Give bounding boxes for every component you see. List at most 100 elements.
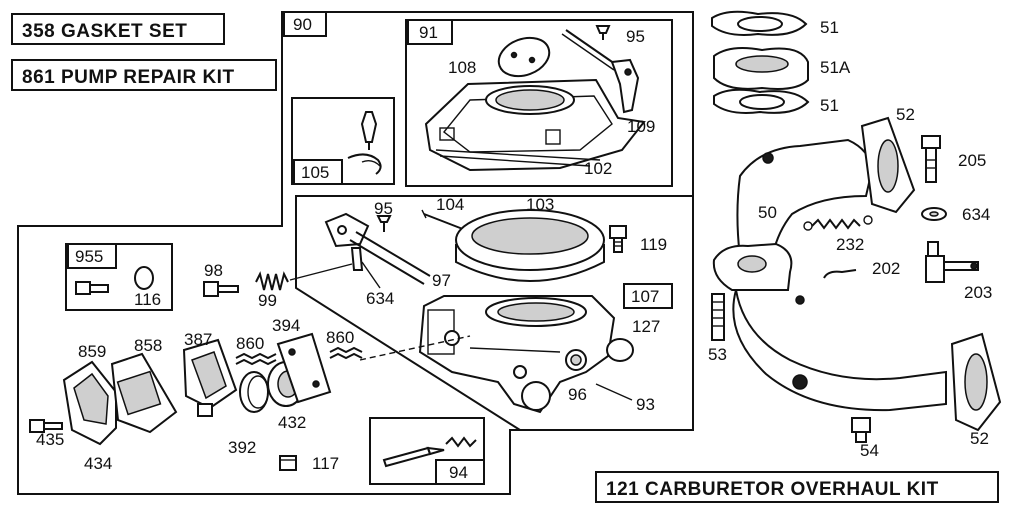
screw-955 bbox=[75, 281, 109, 295]
callout-108: 108 bbox=[448, 58, 476, 77]
callout-860-right: 860 bbox=[326, 328, 354, 347]
flange-52-top bbox=[860, 116, 916, 214]
box-91 bbox=[405, 19, 673, 187]
callout-102: 102 bbox=[584, 159, 612, 178]
spring-232 bbox=[803, 215, 873, 231]
carburetor-overhaul-kit-label: 121 CARBURETOR OVERHAUL KIT bbox=[606, 479, 939, 500]
box-94 bbox=[369, 417, 485, 485]
callout-203: 203 bbox=[964, 283, 992, 302]
box-107-tag: 107 bbox=[631, 287, 659, 306]
callout-116: 116 bbox=[134, 290, 161, 309]
callout-387: 387 bbox=[184, 330, 212, 349]
box-955 bbox=[65, 243, 173, 311]
callout-859: 859 bbox=[78, 342, 106, 361]
box-91-tag: 91 bbox=[419, 23, 438, 42]
screw-98 bbox=[203, 281, 239, 297]
carburetor-upper-body-102 bbox=[424, 78, 646, 172]
leader-634 bbox=[361, 261, 381, 289]
callout-205: 205 bbox=[958, 151, 986, 170]
callout-119: 119 bbox=[640, 235, 667, 254]
spring-860-left bbox=[235, 352, 277, 366]
pump-repair-kit-box: 861 PUMP REPAIR KIT bbox=[11, 59, 277, 91]
plug-117 bbox=[279, 455, 297, 471]
callout-51-bottom: 51 bbox=[820, 96, 839, 115]
choke-shaft-634 bbox=[324, 212, 431, 285]
callout-52-top: 52 bbox=[896, 105, 915, 124]
box-955-tag-box bbox=[67, 243, 117, 269]
group-90-tag-box bbox=[283, 11, 327, 37]
gasket-858 bbox=[110, 352, 178, 434]
pump-repair-kit-label: 861 PUMP REPAIR KIT bbox=[22, 67, 235, 88]
box-107-tag-box bbox=[623, 283, 673, 309]
carburetor-overhaul-kit-box: 121 CARBURETOR OVERHAUL KIT bbox=[595, 471, 999, 503]
box-94-tag: 94 bbox=[449, 463, 468, 482]
float-103 bbox=[455, 209, 605, 282]
callout-104: 104 bbox=[436, 195, 464, 214]
callout-434: 434 bbox=[84, 454, 112, 473]
o-ring-116 bbox=[134, 266, 154, 290]
gasket-51-top bbox=[711, 10, 808, 36]
callout-858: 858 bbox=[134, 336, 162, 355]
spacer-51A bbox=[713, 47, 809, 90]
group-90-tag: 90 bbox=[293, 15, 312, 34]
bolt-205 bbox=[921, 135, 941, 183]
stud-53 bbox=[711, 293, 725, 341]
callout-117: 117 bbox=[312, 454, 339, 473]
box-105-tag-box bbox=[293, 159, 343, 185]
callout-95-top: 95 bbox=[626, 27, 645, 46]
callout-202: 202 bbox=[872, 259, 900, 278]
callout-53: 53 bbox=[708, 345, 727, 364]
callout-54: 54 bbox=[860, 441, 879, 460]
callout-93: 93 bbox=[636, 395, 655, 414]
screw-95-top bbox=[595, 25, 611, 40]
pump-center-line bbox=[359, 335, 471, 361]
callout-232: 232 bbox=[836, 235, 864, 254]
callout-394: 394 bbox=[272, 316, 300, 335]
group-90-outline bbox=[17, 11, 694, 495]
callout-103: 103 bbox=[526, 195, 554, 214]
callout-860-left: 860 bbox=[236, 334, 264, 353]
callout-127: 127 bbox=[632, 317, 660, 336]
callout-109: 109 bbox=[627, 117, 655, 136]
screw-95-middle bbox=[376, 215, 392, 232]
callout-435: 435 bbox=[36, 430, 64, 449]
screw-54 bbox=[851, 417, 871, 443]
screw-119 bbox=[609, 225, 627, 253]
throttle-group-outline bbox=[295, 195, 694, 431]
flange-52-bottom bbox=[950, 332, 1002, 432]
box-955-tag: 955 bbox=[75, 247, 103, 266]
gasket-set-box: 358 GASKET SET bbox=[11, 13, 225, 45]
spring-392 bbox=[239, 371, 269, 413]
box-94-tag-box bbox=[435, 459, 485, 485]
callout-432: 432 bbox=[278, 413, 306, 432]
control-lever-203 bbox=[925, 241, 979, 283]
gasket-set-label: 358 GASKET SET bbox=[22, 21, 187, 42]
idle-screw-94 bbox=[382, 436, 477, 468]
callout-634-shaft: 634 bbox=[366, 289, 394, 308]
callout-634-washer: 634 bbox=[962, 205, 990, 224]
welch-plug-127 bbox=[606, 338, 634, 362]
gasket-51-bottom bbox=[713, 88, 810, 114]
callout-52-bottom: 52 bbox=[970, 429, 989, 448]
callout-98: 98 bbox=[204, 261, 223, 280]
leader-99 bbox=[289, 263, 353, 281]
throttle-shaft-109 bbox=[561, 29, 640, 114]
callout-99: 99 bbox=[258, 291, 277, 310]
diaphragm-387 bbox=[182, 338, 238, 417]
link-202 bbox=[823, 269, 857, 279]
throttle-plate-108 bbox=[497, 36, 551, 78]
leader-93 bbox=[595, 383, 633, 401]
callout-392: 392 bbox=[228, 438, 256, 457]
callout-51A: 51A bbox=[820, 58, 851, 77]
callout-51-top: 51 bbox=[820, 18, 839, 37]
callout-95-middle: 95 bbox=[374, 199, 393, 218]
spring-99 bbox=[255, 271, 289, 291]
box-105-tag: 105 bbox=[301, 163, 329, 182]
screw-435 bbox=[29, 419, 63, 433]
needle-valve-105 bbox=[347, 111, 382, 175]
callout-50: 50 bbox=[758, 203, 777, 222]
callout-96: 96 bbox=[568, 385, 587, 404]
pump-cover-434 bbox=[62, 360, 117, 446]
spring-860-right bbox=[329, 346, 363, 360]
